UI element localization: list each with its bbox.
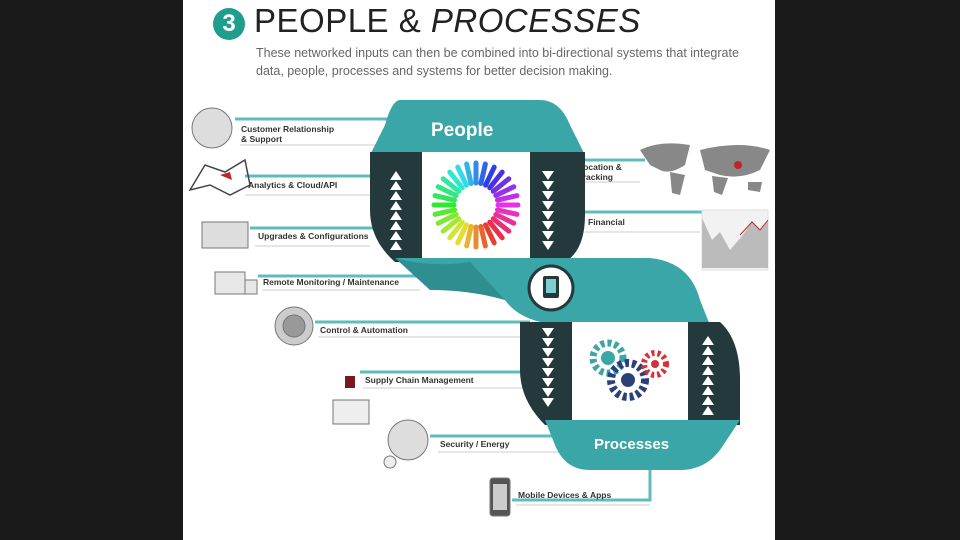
world-map-icon	[640, 143, 770, 195]
label-remote-monitoring: Remote Monitoring / Maintenance	[263, 277, 400, 287]
arrow-up-icon	[390, 221, 402, 230]
title-italic: PROCESSES	[430, 2, 641, 39]
step-number-badge: 3	[213, 8, 245, 40]
person-figure	[435, 184, 459, 198]
title-plain: PEOPLE &	[254, 2, 422, 39]
person-figure	[464, 161, 474, 187]
person-figure	[432, 207, 458, 217]
arrow-up-icon	[702, 346, 714, 355]
label-financial: Financial	[588, 217, 625, 227]
arrow-down-icon	[542, 368, 554, 377]
person-figure	[494, 193, 520, 203]
person-figure	[494, 207, 520, 217]
stock-chart-icon	[701, 209, 769, 271]
person-figure	[493, 212, 517, 226]
arrow-down-icon	[542, 181, 554, 190]
person-figure	[478, 223, 488, 249]
person-figure	[432, 193, 458, 203]
person-figure	[490, 176, 512, 194]
arrow-down-icon	[542, 231, 554, 240]
label-analytics: Analytics & Cloud/API	[248, 180, 338, 190]
label-security: Security / Energy	[440, 439, 510, 449]
person-figure	[464, 223, 474, 249]
arrow-up-icon	[702, 366, 714, 375]
line-mobile	[512, 470, 652, 502]
network-icon	[188, 158, 251, 196]
person-figure	[455, 222, 469, 246]
arrow-down-icon	[542, 398, 554, 407]
person-figure	[435, 212, 459, 226]
direction-arrows	[390, 171, 714, 415]
person-figure	[483, 164, 497, 188]
person-figure	[447, 169, 465, 191]
arrow-up-icon	[390, 201, 402, 210]
arrow-up-icon	[390, 231, 402, 240]
arrow-up-icon	[390, 211, 402, 220]
processes-right-column	[688, 322, 740, 425]
arrow-down-icon	[542, 378, 554, 387]
crm-icon	[191, 107, 233, 149]
arrow-down-icon	[542, 328, 554, 337]
arrow-down-icon	[542, 191, 554, 200]
gears-icon	[589, 339, 669, 401]
subtitle: These networked inputs can then be combi…	[256, 46, 739, 78]
person-figure	[493, 184, 517, 198]
truck-icon	[214, 271, 246, 295]
arrow-down-icon	[542, 358, 554, 367]
people-label: People	[431, 120, 494, 141]
person-figure	[447, 219, 465, 241]
label-supply-chain: Supply Chain Management	[365, 375, 474, 385]
arrow-up-icon	[702, 356, 714, 365]
arrow-down-icon	[542, 171, 554, 180]
processes-label: Processes	[594, 436, 670, 453]
crane-icon	[332, 399, 370, 425]
label-control: Control & Automation	[320, 325, 408, 335]
person-figure	[455, 164, 469, 188]
person-figure	[440, 176, 462, 194]
processes-band	[545, 420, 740, 470]
people-right-column	[530, 152, 585, 262]
arrow-down-icon	[542, 201, 554, 210]
arrow-up-icon	[702, 386, 714, 395]
arrow-up-icon	[390, 171, 402, 180]
arrow-up-icon	[702, 396, 714, 405]
arrow-up-icon	[702, 336, 714, 345]
arrow-down-icon	[542, 211, 554, 220]
label-location: Location & Tracking	[578, 162, 622, 182]
lock-icon	[387, 419, 429, 461]
label-upgrades: Upgrades & Configurations	[258, 231, 369, 241]
people-band	[370, 100, 585, 155]
person-figure	[487, 169, 505, 191]
people-ring-icon	[431, 160, 521, 250]
person-figure	[490, 216, 512, 234]
arrow-up-icon	[390, 191, 402, 200]
arrow-down-icon	[542, 348, 554, 357]
arrow-up-icon	[390, 181, 402, 190]
arrow-up-icon	[390, 241, 402, 250]
arrow-up-icon	[702, 376, 714, 385]
label-crm: Customer Relationship & Support	[241, 124, 335, 144]
person-figure	[487, 219, 505, 241]
arrow-up-icon	[702, 406, 714, 415]
arrow-down-icon	[542, 338, 554, 347]
page-title: PEOPLE & PROCESSES	[254, 2, 641, 40]
arrow-down-icon	[542, 221, 554, 230]
arrow-down-icon	[542, 241, 554, 250]
arrow-down-icon	[542, 388, 554, 397]
person-figure	[478, 161, 488, 187]
label-mobile: Mobile Devices & Apps	[518, 490, 612, 500]
person-figure	[440, 216, 462, 234]
toolbox-icon	[201, 221, 249, 249]
person-figure	[483, 222, 497, 246]
